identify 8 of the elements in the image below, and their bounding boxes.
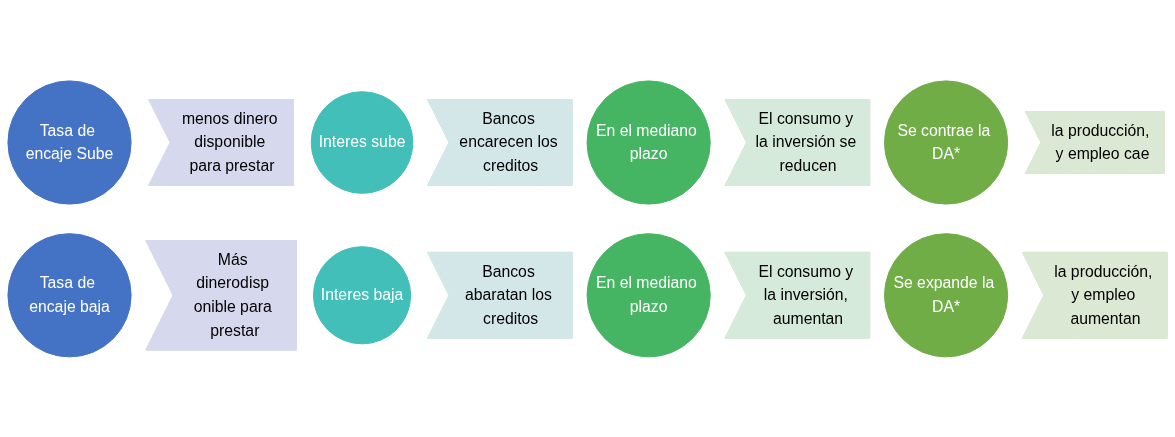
node-circle: En el mediano plazo <box>586 80 711 205</box>
node-circle: En el mediano plazo <box>586 232 711 357</box>
node-circle: Tasa de encaje Sube <box>7 80 132 205</box>
node-circle: Interes baja <box>312 245 412 344</box>
node-circle: Tasa de encaje baja <box>7 232 132 357</box>
node-circle: Se contrae la DA* <box>883 80 1009 205</box>
node-circle: Interes sube <box>310 90 414 194</box>
node-circle: Se expande la DA* <box>883 232 1009 357</box>
